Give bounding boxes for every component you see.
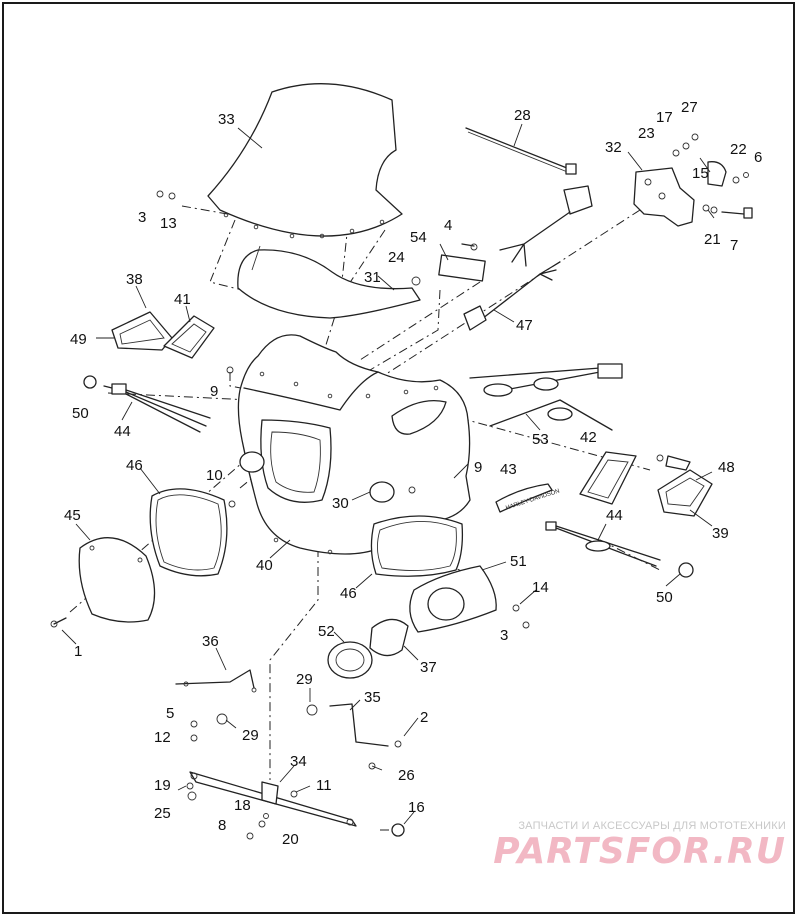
callout-15: 15 [692,165,709,182]
callout-14: 14 [532,579,549,596]
callout-36: 36 [202,633,219,650]
callout-51: 51 [510,553,527,570]
callout-4: 4 [444,217,452,234]
callout-3-top: 3 [138,209,146,226]
callout-54: 54 [410,229,427,246]
callout-49: 49 [70,331,87,348]
callout-40: 40 [256,557,273,574]
callout-1: 1 [74,643,82,660]
callout-35: 35 [364,689,381,706]
callout-50-left: 50 [72,405,89,422]
callout-24: 24 [388,249,405,266]
callout-12: 12 [154,729,171,746]
callout-31: 31 [364,269,381,286]
callout-50-right: 50 [656,589,673,606]
callout-41: 41 [174,291,191,308]
callout-39: 39 [712,525,729,542]
callout-28: 28 [514,107,531,124]
callout-22: 22 [730,141,747,158]
callout-7: 7 [730,237,738,254]
callout-52: 52 [318,623,335,640]
fairing-body [237,334,471,555]
callout-44-left: 44 [114,423,131,440]
callout-23: 23 [638,125,655,142]
watermark-caption: ЗАПЧАСТИ И АКСЕССУАРЫ ДЛЯ МОТОТЕХНИКИ [518,820,786,832]
callout-48: 48 [718,459,735,476]
hardware [156,190,416,840]
callout-11: 11 [316,777,332,794]
callout-29-left: 29 [242,727,259,744]
callout-9-lower: 9 [474,459,482,476]
callout-5: 5 [166,705,174,722]
callout-13: 13 [160,215,177,232]
callout-30: 30 [332,495,349,512]
cable-strap [465,127,577,175]
callout-44-right: 44 [606,507,623,524]
callout-25: 25 [154,805,171,822]
callout-46-right: 46 [340,585,357,602]
right-turn-wiring [469,363,637,505]
callout-34: 34 [290,753,307,770]
left-turn-wiring [83,366,234,433]
windshield [207,83,403,239]
wiring-harness [411,185,593,331]
callout-38: 38 [126,271,143,288]
callout-29-right: 29 [296,671,313,688]
callout-19: 19 [154,777,171,794]
callout-labels: 33 28 17 27 23 32 22 6 15 21 7 3 13 4 54… [64,99,762,848]
right-lamp-housing [656,454,713,517]
callout-47: 47 [516,317,533,334]
callout-18: 18 [234,797,251,814]
callout-46-left: 46 [126,457,143,474]
callout-9-upper: 9 [210,383,218,400]
callout-26: 26 [398,767,415,784]
callout-21: 21 [704,231,721,248]
watermark-brand: PARTSFOR.RU [493,831,786,872]
callout-42: 42 [580,429,597,446]
left-vent-assembly [111,311,215,359]
headlight-gaskets [149,488,464,577]
callout-17: 17 [656,109,673,126]
watermark: ЗАПЧАСТИ И АКСЕССУАРЫ ДЛЯ МОТОТЕХНИКИ PA… [493,820,786,872]
callout-45: 45 [64,507,81,524]
callout-20: 20 [282,831,299,848]
callout-16: 16 [408,799,425,816]
callout-8: 8 [218,817,226,834]
callout-33: 33 [218,111,235,128]
callout-leaders [61,123,715,825]
callout-2: 2 [420,709,428,726]
windshield-trim [237,245,421,319]
headlamp-bracket [327,565,530,679]
emblem: HARLEY-DAVIDSON [495,483,561,513]
callout-27: 27 [681,99,698,116]
callout-53: 53 [532,431,549,448]
callout-43: 43 [500,461,517,478]
callout-6: 6 [754,149,762,166]
callout-37: 37 [420,659,437,676]
lower-brackets [175,669,389,827]
right-wiring-lower [545,521,694,578]
callout-3-lower: 3 [500,627,508,644]
mount-bracket [633,133,753,227]
callout-32: 32 [605,139,622,156]
headlight-cover [50,537,156,628]
callout-10: 10 [206,467,223,484]
